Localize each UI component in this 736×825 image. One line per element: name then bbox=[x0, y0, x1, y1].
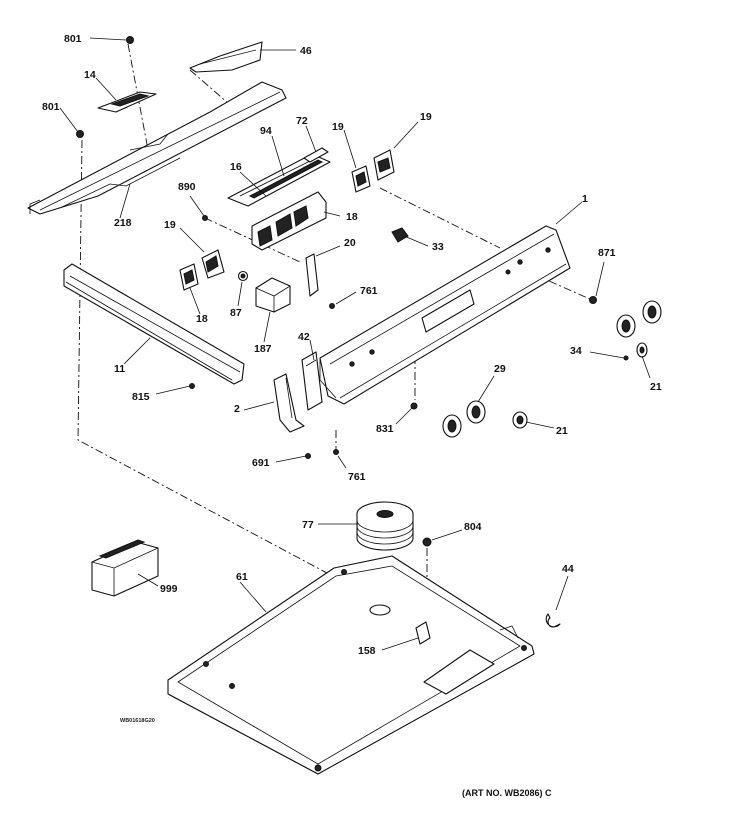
callout-87: 87 bbox=[230, 307, 242, 319]
callout-2: 2 bbox=[234, 403, 240, 415]
callout-1: 1 bbox=[582, 193, 588, 205]
callout-11: 11 bbox=[114, 363, 125, 375]
callout-187: 187 bbox=[254, 343, 272, 355]
part-19-switch-c bbox=[201, 249, 225, 279]
screw-804 bbox=[422, 537, 432, 547]
part-44-hook bbox=[545, 613, 561, 628]
part-20-rod bbox=[305, 253, 319, 297]
part-18-switch-d bbox=[179, 263, 199, 291]
knob-21-front bbox=[512, 411, 528, 429]
callout-801-left: 801 bbox=[42, 101, 60, 113]
callout-691: 691 bbox=[252, 457, 270, 469]
callout-761-bottom: 761 bbox=[348, 471, 366, 483]
callout-815: 815 bbox=[132, 391, 150, 403]
part-14-strip bbox=[97, 91, 157, 113]
callout-33: 33 bbox=[432, 241, 444, 253]
callout-761-top: 761 bbox=[360, 285, 378, 297]
callout-94: 94 bbox=[260, 125, 272, 137]
callout-19-a: 19 bbox=[332, 121, 344, 133]
screw-761-bottom bbox=[333, 449, 339, 455]
callout-14: 14 bbox=[84, 69, 96, 81]
part-158-clip bbox=[415, 621, 431, 645]
knob-29-b bbox=[466, 400, 486, 424]
part-18-control-board bbox=[251, 191, 327, 251]
callout-871: 871 bbox=[598, 247, 616, 259]
part-19-switch-b bbox=[373, 149, 395, 181]
knob-21-side bbox=[636, 342, 648, 358]
callout-72: 72 bbox=[296, 115, 308, 127]
callout-42: 42 bbox=[298, 331, 310, 343]
callout-890: 890 bbox=[178, 181, 196, 193]
top-trim-panel bbox=[27, 81, 287, 215]
callout-46: 46 bbox=[300, 45, 312, 57]
part-187-block bbox=[255, 277, 291, 313]
part-77-coil bbox=[356, 501, 414, 551]
screw-801-left bbox=[76, 130, 84, 138]
callout-34: 34 bbox=[570, 345, 582, 357]
callout-831: 831 bbox=[376, 423, 394, 435]
callout-804: 804 bbox=[464, 521, 482, 533]
part-11-rail bbox=[63, 263, 245, 385]
callout-20: 20 bbox=[344, 237, 356, 249]
callout-labels: 801 46 14 801 94 72 19 19 16 890 18 218 … bbox=[42, 33, 662, 657]
leader-lines bbox=[59, 37, 651, 651]
callout-18-switch: 18 bbox=[196, 313, 208, 325]
callout-18-board: 18 bbox=[346, 211, 358, 223]
part-42-bracket bbox=[301, 351, 323, 411]
screw-871 bbox=[589, 296, 597, 304]
callout-19-c: 19 bbox=[164, 219, 176, 231]
callout-801-top: 801 bbox=[64, 33, 82, 45]
drawing-code: WB01618G20 bbox=[120, 718, 155, 724]
screw-34 bbox=[623, 355, 629, 361]
knob-29-a bbox=[442, 414, 462, 438]
callout-44: 44 bbox=[562, 563, 574, 575]
knob-upper-b bbox=[642, 300, 662, 324]
callout-21-side: 21 bbox=[650, 381, 662, 393]
part-87-nut bbox=[237, 270, 249, 282]
part-94-board-cover bbox=[227, 153, 331, 207]
knob-upper-a bbox=[616, 314, 636, 338]
callout-21-front: 21 bbox=[556, 425, 568, 437]
part-33-clip bbox=[391, 227, 409, 243]
part-2-bracket bbox=[273, 373, 305, 433]
screw-890 bbox=[202, 215, 208, 221]
callout-61: 61 bbox=[236, 571, 248, 583]
callout-77: 77 bbox=[302, 519, 314, 531]
part-46-bracket bbox=[189, 41, 263, 73]
callout-16: 16 bbox=[230, 161, 242, 173]
part-61-cooktop bbox=[167, 555, 535, 775]
callout-999: 999 bbox=[160, 583, 178, 595]
part-1-control-panel bbox=[319, 225, 571, 405]
callout-29: 29 bbox=[494, 363, 506, 375]
callout-19-b: 19 bbox=[420, 111, 432, 123]
screw-761-top bbox=[329, 303, 335, 309]
screw-691 bbox=[305, 453, 311, 459]
callout-158: 158 bbox=[358, 645, 376, 657]
part-999-box bbox=[91, 539, 159, 597]
part-19-switch-a bbox=[351, 165, 371, 193]
callout-218: 218 bbox=[114, 217, 132, 229]
screw-815 bbox=[189, 383, 195, 389]
screw-831 bbox=[410, 402, 418, 410]
art-number: (ART NO. WB2086) C bbox=[462, 788, 552, 798]
screw-801-top bbox=[126, 36, 134, 44]
